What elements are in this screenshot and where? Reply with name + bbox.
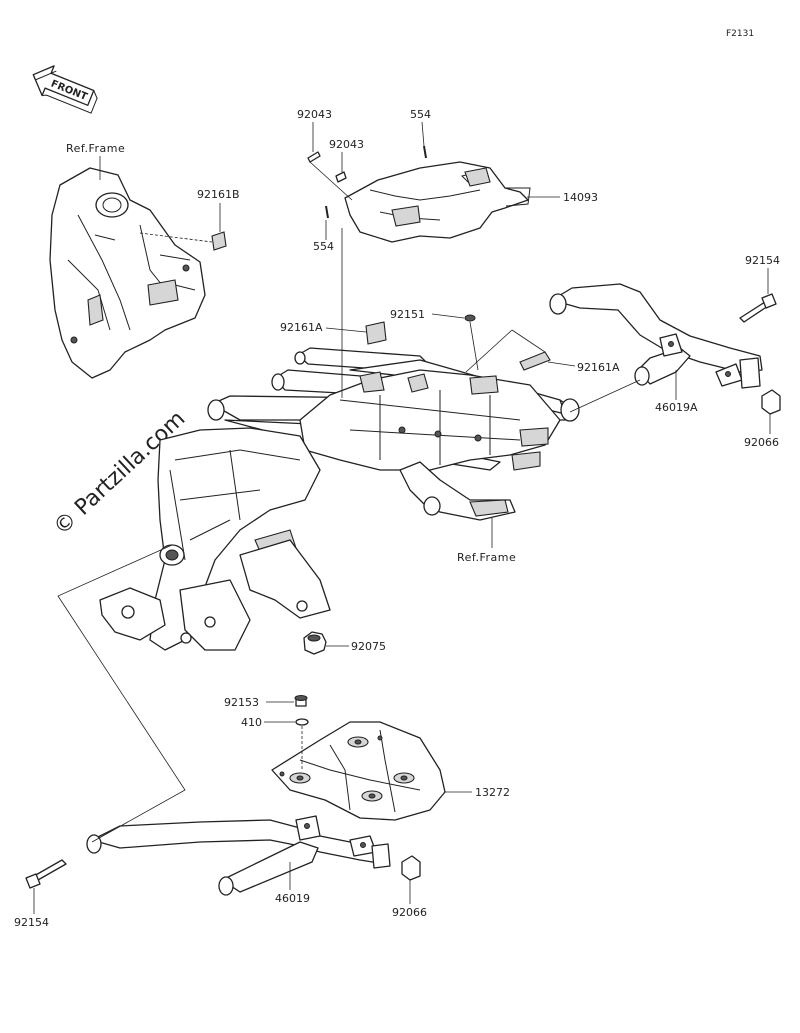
part-92075-rubber-bushing [303, 631, 327, 655]
part-label-92153: 92153 [224, 696, 259, 709]
part-46019a-footrest-bracket [549, 283, 763, 389]
part-410-washer [295, 718, 309, 726]
part-label-554-left: 554 [313, 240, 334, 253]
part-label-410: 410 [241, 716, 262, 729]
part-label-92066-bottom: 92066 [392, 906, 427, 919]
label-sticker-92161a-right [519, 351, 551, 371]
part-554-screw-left [325, 205, 329, 219]
part-label-92154-top: 92154 [745, 254, 780, 267]
part-label-14093: 14093 [563, 191, 598, 204]
part-92151-clip [464, 314, 476, 322]
part-92043-pin-a [307, 151, 321, 163]
part-label-92151: 92151 [390, 308, 425, 321]
part-label-92161a-left: 92161A [280, 321, 323, 334]
part-label-92043-b: 92043 [329, 138, 364, 151]
part-label-92161a-right: 92161A [577, 361, 620, 374]
part-14093-cover [344, 161, 531, 243]
part-92153-bolt [294, 695, 308, 707]
front-arrow-icon: FRONT [32, 65, 98, 114]
label-sticker-92161a-left [365, 321, 387, 345]
part-label-554-top: 554 [410, 108, 431, 121]
ref-frame-top-label: Ref.Frame [66, 142, 125, 155]
main-frame [99, 347, 580, 651]
part-92154-bolt-top [739, 293, 777, 323]
part-92066-cap-top [761, 389, 781, 415]
part-label-92075: 92075 [351, 640, 386, 653]
part-label-46019a: 46019A [655, 401, 698, 414]
part-46019-footrest-bracket [86, 815, 391, 896]
part-label-13272: 13272 [475, 786, 510, 799]
figure-id: F2131 [726, 29, 754, 39]
part-92043-pin-b [335, 171, 347, 183]
part-92154-bolt-bottom [25, 859, 67, 889]
part-13272-skid-plate [271, 721, 446, 821]
part-label-92161b: 92161B [197, 188, 240, 201]
ref-frame-inset [49, 167, 206, 379]
part-label-46019: 46019 [275, 892, 310, 905]
label-sticker-92161b [211, 231, 227, 251]
part-92066-cap-bottom [401, 855, 421, 881]
part-554-screw-top [423, 145, 427, 159]
part-label-92043-a: 92043 [297, 108, 332, 121]
part-label-92066-top: 92066 [744, 436, 779, 449]
ref-frame-bottom-label: Ref.Frame [457, 551, 516, 564]
part-label-92154-bottom: 92154 [14, 916, 49, 929]
